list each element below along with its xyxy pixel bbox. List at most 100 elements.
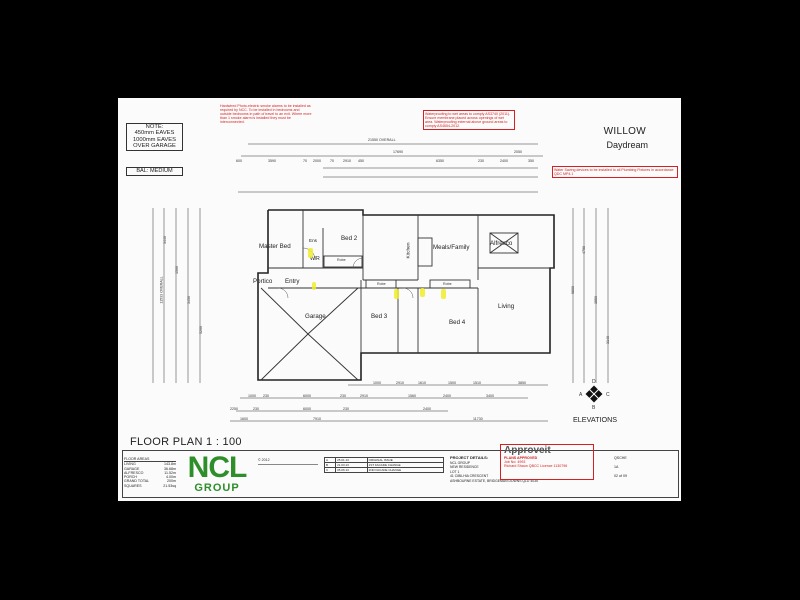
dim: 2000 [313, 159, 321, 163]
floor-area-row: SQUARES 21.53sq [124, 484, 176, 488]
dim: 600 [236, 159, 242, 163]
dim: 2400 [443, 394, 451, 398]
floor-area-value: 21.53sq [163, 483, 176, 488]
dim: 2250 [230, 407, 238, 411]
dim: 4790 [582, 246, 586, 254]
compass-a: A [579, 392, 583, 398]
highlight-mark [441, 289, 446, 299]
stamp-line: PLANS APPROVED [504, 456, 538, 460]
dim: 6000 [303, 407, 311, 411]
dim: 450 [358, 159, 364, 163]
room-kitchen: Kitchen [406, 242, 412, 259]
floor-plan-heading: FLOOR PLAN 1 : 100 [130, 436, 242, 448]
ncl-logo: NCL GROUP [182, 451, 252, 495]
floor-area-value: 200m [167, 479, 176, 484]
dim: 3400 [486, 394, 494, 398]
logo-main: NCL [187, 451, 248, 484]
revisions-table: A 25.01.13 ORIGINAL ISSUE B 21.03.13 1ST… [323, 457, 445, 473]
revision-row: C 05.06.13 2ND FACADE CHANGE [323, 467, 445, 473]
stamp-line: Richard Shaun QBCC Licence 1130796 [504, 464, 568, 468]
stamp-brand: Approveit [504, 445, 551, 456]
label-robe: Robe [337, 258, 346, 262]
project-details: PROJECT DETAILS: NCL GROUP NEW RESIDENCE… [450, 455, 538, 483]
project-name: NEW RESIDENCE [450, 465, 479, 469]
dim: 11730 [473, 417, 483, 421]
drawing-sheet: Hardwired Photo-electric smoke alarms to… [118, 98, 681, 501]
compass-c: C [606, 392, 610, 398]
dim: 1000 [248, 394, 256, 398]
highlight-mark [312, 282, 316, 290]
dim: 7910 [313, 417, 321, 421]
dim: 1600 [240, 417, 248, 421]
dim: 2910 [360, 394, 368, 398]
dim: 3440 [163, 236, 167, 244]
dim: 230 [263, 394, 269, 398]
room-ens: Ens [309, 238, 317, 243]
dim: 3850 [518, 381, 526, 385]
room-bed2: Bed 2 [341, 235, 358, 242]
note-line: 1000mm EAVES [132, 136, 177, 143]
dim: 70 [303, 159, 307, 163]
dim: 3590 [268, 159, 276, 163]
elevation-marker [585, 385, 603, 403]
sheet-scale: 1A [614, 465, 619, 469]
note-line: 450mm EAVES [134, 130, 175, 137]
room-garage: Garage [305, 313, 326, 320]
dim: 6000 [303, 394, 311, 398]
dim: 230 [340, 394, 346, 398]
floor-area-value: 11.52m [164, 470, 176, 475]
floor-area-label: GRAND TOTAL [124, 479, 150, 484]
dim: 1510 [473, 381, 481, 385]
floor-area-label: SQUARES [124, 483, 142, 488]
logo-sub: GROUP [194, 482, 240, 494]
label-robe: Robe [377, 282, 386, 286]
dim: 2910 [343, 159, 351, 163]
dim: 230 [478, 159, 484, 163]
rev-desc: 2ND FACADE CHANGE [366, 467, 445, 473]
dim: 1560 [408, 394, 416, 398]
waterproofing-note: Waterproofing to wet areas to comply AS3… [423, 110, 515, 130]
approval-stamp: Approveit PLANS APPROVED Job No: 4993 Ri… [500, 444, 594, 480]
plan-subtitle: Daydream [606, 140, 648, 150]
dim: 70 [330, 159, 334, 163]
dim: 2400 [423, 407, 431, 411]
dim-overall: 21550 OVERALL [368, 138, 396, 142]
dim: 1500 [448, 381, 456, 385]
project-client: NCL GROUP [450, 460, 471, 465]
rev-date: 05.06.13 [335, 467, 368, 473]
dim: 2400 [500, 159, 508, 163]
room-entry: Entry [285, 278, 300, 285]
rev-id: C [323, 467, 337, 473]
dim: 2910 [396, 381, 404, 385]
elevations-label: ELEVATIONS [573, 415, 618, 424]
dim: 5200 [199, 326, 203, 334]
dim: 3140 [606, 336, 610, 344]
floor-area-row: GRAND TOTAL 200m [124, 479, 176, 483]
eaves-note-box: NOTE: 450mm EAVES 1000mm EAVES OVER GARA… [126, 123, 183, 151]
title-block [122, 450, 679, 498]
label-robe: Robe [443, 282, 452, 286]
highlight-mark [420, 288, 425, 297]
floor-areas-title: FLOOR AREAS [124, 457, 176, 463]
dim: 1000 [373, 381, 381, 385]
floor-area-value: 143.8m [164, 462, 176, 467]
sheet-info: QSCHE 1A 02 of 09 [594, 454, 674, 481]
dim: 6350 [436, 159, 444, 163]
highlight-mark [308, 248, 313, 258]
floor-area-label: PORCH [124, 475, 137, 480]
room-portico: Portico [253, 278, 273, 285]
floor-area-row: LIVING 143.8m [124, 462, 176, 466]
copyright-text-block [258, 464, 318, 479]
floor-area-value: 36.68m [164, 466, 176, 471]
dim: 1610 [418, 381, 426, 385]
room-master-bed: Master Bed [259, 243, 291, 250]
sheet-page: 02 of 09 [614, 474, 627, 478]
floor-area-row: ALFRESCO 11.52m [124, 471, 176, 475]
dim: 1500 [175, 266, 179, 274]
plan-title: WILLOW [603, 126, 646, 137]
highlight-mark [394, 289, 399, 299]
compass-b: B [592, 405, 596, 411]
project-heading: PROJECT DETAILS: [450, 455, 489, 460]
copyright-label: © 2012 [258, 458, 270, 462]
